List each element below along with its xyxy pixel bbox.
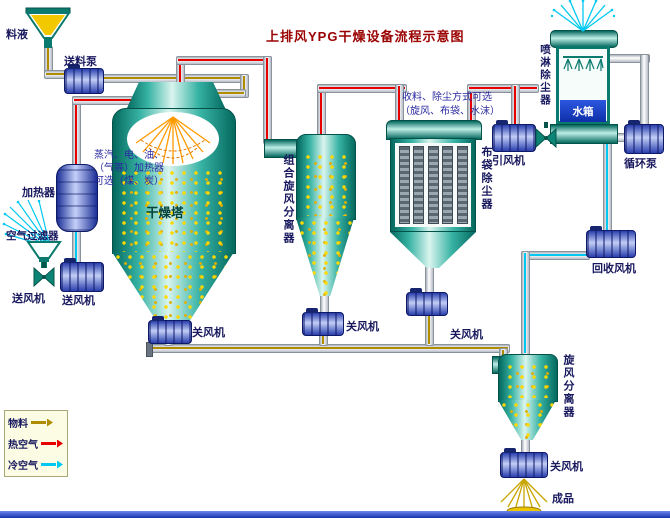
cyclone2-dots — [504, 362, 550, 398]
circulation-pump-unit — [624, 120, 664, 154]
bagfilter-cone — [390, 232, 476, 268]
rotary-valve-tower — [148, 316, 192, 344]
legend-line — [41, 442, 56, 445]
note-collect-1: 收料、除尘方式可选 — [402, 92, 492, 103]
scrubber-nozzles — [563, 56, 604, 71]
cyclone2-cone-dots — [498, 400, 556, 440]
pipe-cyclone2-exhaust — [521, 251, 530, 355]
feed-pump-unit — [64, 64, 104, 94]
legend-item-material: 物料 — [8, 415, 64, 430]
label-id-fan: 引风机 — [492, 155, 525, 167]
label-rotary-valve-cyclone: 关风机 — [346, 321, 379, 333]
label-recovery-fan: 回收风机 — [592, 263, 636, 275]
pipe-to-idfan — [511, 84, 520, 126]
rotary-valve-cyclone — [302, 308, 344, 336]
tower-spray-chamber — [127, 112, 219, 166]
pipe-to-scrubber — [467, 84, 539, 93]
legend-label: 冷空气 — [8, 461, 38, 472]
note-heater-2: （气等）加热器 — [94, 163, 164, 174]
damper-valve — [535, 122, 557, 149]
legend-line — [31, 421, 46, 424]
legend: 物料 热空气 冷空气 — [4, 410, 68, 477]
filter-bag — [398, 146, 410, 224]
diagram-title: 上排风YPG干燥设备流程示意图 — [266, 29, 465, 44]
recovery-fan-unit — [586, 226, 636, 258]
note-heater-1: 蒸汽、电、油、 — [94, 150, 164, 161]
legend-item-hot-air: 热空气 — [8, 436, 64, 451]
pipe-bagcone-drop — [425, 266, 434, 294]
cyclone-cone-dots — [296, 218, 354, 296]
pipe-circulation-down — [640, 54, 649, 126]
label-feed-pump: 送料泵 — [64, 56, 97, 68]
id-fan-unit — [492, 120, 536, 152]
legend-arrowhead-icon — [57, 460, 63, 469]
filter-bag — [427, 146, 439, 224]
filter-bag — [442, 146, 453, 224]
filter-bag — [456, 146, 468, 224]
bagfilter-body — [390, 138, 476, 232]
rotary-valve-product — [500, 448, 548, 478]
pipe-main-bottom — [150, 344, 510, 353]
blower-fan — [60, 258, 104, 292]
bagfilter-interior — [395, 143, 471, 227]
feed-hopper — [25, 7, 71, 48]
pipe-end-cap — [146, 342, 153, 357]
atomizer-spray — [135, 116, 211, 164]
label-blower-b: 送风机 — [62, 295, 95, 307]
label-cyclone-separator: 旋风分离器 — [562, 354, 574, 419]
legend-label: 热空气 — [8, 440, 38, 451]
label-feed-liquid: 料液 — [6, 29, 28, 41]
legend-arrowhead-icon — [47, 418, 53, 427]
label-rotary-valve-tower: 关风机 — [192, 327, 225, 339]
pipe-valve3-drop — [425, 314, 434, 346]
label-combo-cyclone: 组合旋风分离器 — [282, 154, 294, 245]
pipe-recovery-up — [603, 140, 612, 234]
legend-arrowhead-icon — [57, 439, 63, 448]
note-collect-2: （旋风、布袋、水沫） — [400, 106, 500, 117]
rotary-valve-bag — [406, 288, 448, 316]
label-air-filter: 空气过滤器 — [6, 230, 59, 242]
scrubber-fountain — [550, 0, 616, 32]
legend-item-cold-air: 冷空气 — [8, 457, 64, 472]
pipe-feed-run — [102, 74, 244, 83]
scrubber-base — [550, 124, 618, 144]
legend-line — [41, 463, 56, 466]
label-heater: 加热器 — [22, 187, 55, 199]
inlet-valve — [33, 262, 55, 288]
label-rotary-valve-product: 关风机 — [550, 461, 583, 473]
label-rotary-valve-bag: 关风机 — [450, 329, 483, 341]
filter-bag — [413, 146, 424, 224]
pipe-to-bagfilter — [317, 84, 407, 93]
pipe-recovery-run — [528, 251, 590, 260]
tower-powder-dots — [118, 168, 228, 252]
pipe-hotair-up — [72, 96, 81, 168]
heater-vessel — [56, 164, 98, 232]
cyclone-dots — [302, 152, 348, 216]
label-product: 成品 — [552, 493, 574, 505]
label-bag-filter: 布袋除尘器 — [480, 146, 492, 211]
bagfilter-lid — [386, 120, 482, 140]
label-blower-a: 送风机 — [12, 293, 45, 305]
tower-roof — [126, 82, 226, 110]
label-spray-scrubber: 喷淋除尘器 — [539, 44, 551, 107]
pipe-exhaust-top — [176, 56, 272, 65]
label-circulation-pump: 循环泵 — [624, 158, 657, 170]
note-heater-3: 可选（煤、炭） — [94, 176, 164, 187]
water-tank: 水箱 — [560, 100, 606, 122]
pipe-exhaust-to-cyclone — [263, 56, 272, 144]
window-edge — [0, 511, 670, 518]
legend-label: 物料 — [8, 419, 28, 430]
label-drying-tower: 干燥塔 — [146, 206, 184, 220]
tower-cone-dots — [112, 252, 234, 326]
